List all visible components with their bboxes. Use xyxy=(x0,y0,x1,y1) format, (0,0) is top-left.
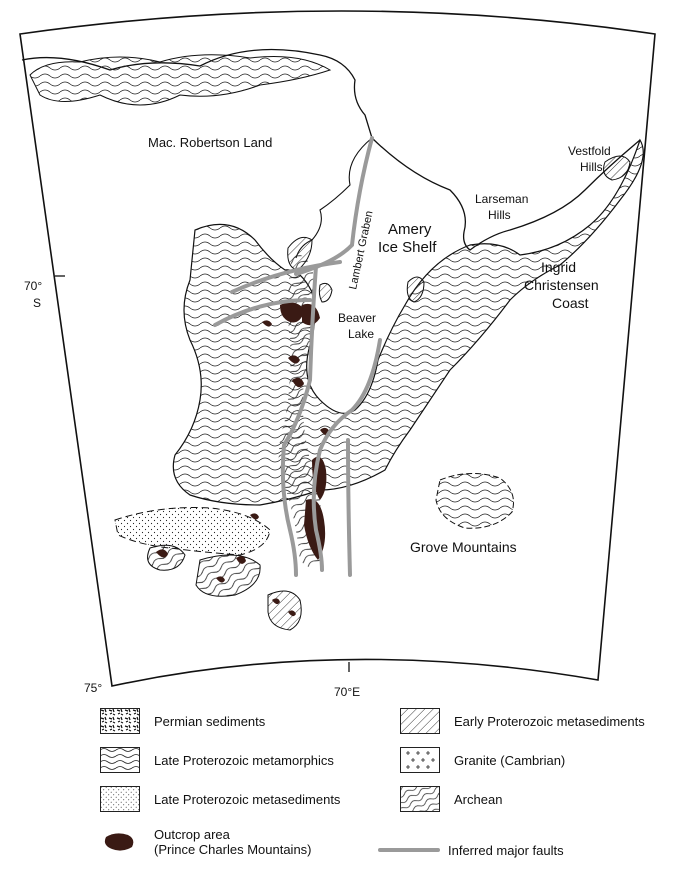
legend-item-archean: Archean xyxy=(400,786,502,812)
legend-label-permian: Permian sediments xyxy=(154,713,266,729)
amery-islet xyxy=(287,236,313,271)
label-lambert-graben: Lambert Graben xyxy=(347,210,375,291)
legend-label-granite: Granite (Cambrian) xyxy=(454,752,566,768)
legend-item-outcrop: Outcrop area (Prince Charles Mountains) xyxy=(100,827,312,857)
legend-label-outcrop: Outcrop area (Prince Charles Mountains) xyxy=(154,827,312,857)
grove-mountains-outcrop xyxy=(435,473,514,529)
label-ingrid-1: Ingrid xyxy=(541,259,576,275)
legend-item-granite: Granite (Cambrian) xyxy=(400,747,565,773)
archean-1 xyxy=(147,544,186,571)
metasediment-area xyxy=(114,507,271,556)
legend-item-early-proterozoic: Early Proterozoic metasediments xyxy=(400,708,645,734)
label-ingrid-2: Christensen xyxy=(524,277,599,293)
label-lon-70: 70°E xyxy=(334,685,360,699)
label-amery-1: Amery xyxy=(388,221,432,238)
label-mac-robertson: Mac. Robertson Land xyxy=(148,135,272,150)
wavy-swatch xyxy=(100,747,140,773)
label-beaver-1: Beaver xyxy=(338,311,376,325)
legend-item-late-proterozoic-metamorphics: Late Proterozoic metamorphics xyxy=(100,747,334,773)
archean-3 xyxy=(267,590,302,631)
map-frame xyxy=(19,10,656,687)
legend-item-faults: Inferred major faults xyxy=(378,840,564,860)
permian-swatch xyxy=(100,708,140,734)
dots-swatch xyxy=(100,786,140,812)
legend-label-archean: Archean xyxy=(454,791,503,807)
plus-swatch xyxy=(400,747,440,773)
lambert-islet xyxy=(318,282,333,303)
legend-label-late-proterozoic-metasediments: Late Proterozoic metasediments xyxy=(154,791,341,807)
geologic-map: Mac. Robertson Land Vestfold Hills Larse… xyxy=(19,10,656,699)
prince-charles-mountains xyxy=(172,138,644,506)
label-grove-mountains: Grove Mountains xyxy=(410,539,517,555)
diag-swatch xyxy=(400,708,440,734)
legend-label-early-proterozoic: Early Proterozoic metasediments xyxy=(454,713,645,729)
legend-label-faults: Inferred major faults xyxy=(448,842,564,858)
legend-item-late-proterozoic-metasediments: Late Proterozoic metasediments xyxy=(100,786,340,812)
archean-2 xyxy=(195,554,261,597)
label-vestfold-1: Vestfold xyxy=(568,144,611,158)
label-lat-70-hemisphere: S xyxy=(33,296,41,310)
inferred-faults xyxy=(213,136,382,577)
label-larseman-1: Larseman xyxy=(475,192,528,206)
outcrop-swatch xyxy=(104,833,134,851)
legend-item-permian: Permian sediments xyxy=(100,708,265,734)
east-islet xyxy=(406,276,425,303)
label-larseman-2: Hills xyxy=(488,208,511,222)
label-amery-2: Ice Shelf xyxy=(378,239,437,256)
mac-robertson-outcrop xyxy=(29,54,332,106)
vestfold-outcrop xyxy=(603,155,631,181)
label-lat-75: 75° xyxy=(84,681,102,695)
legend-label-outcrop-line1: Outcrop area xyxy=(154,827,230,842)
legend-label-outcrop-line2: (Prince Charles Mountains) xyxy=(154,842,312,857)
label-beaver-2: Lake xyxy=(348,327,374,341)
legend-label-late-proterozoic-metamorphics: Late Proterozoic metamorphics xyxy=(154,752,334,768)
archean-swatch xyxy=(400,786,440,812)
label-ingrid-3: Coast xyxy=(552,295,589,311)
legend: Permian sediments Late Proterozoic metam… xyxy=(0,700,677,882)
label-lat-70: 70° xyxy=(24,279,42,293)
fault-swatch xyxy=(378,848,440,852)
label-vestfold-2: Hills xyxy=(580,160,603,174)
